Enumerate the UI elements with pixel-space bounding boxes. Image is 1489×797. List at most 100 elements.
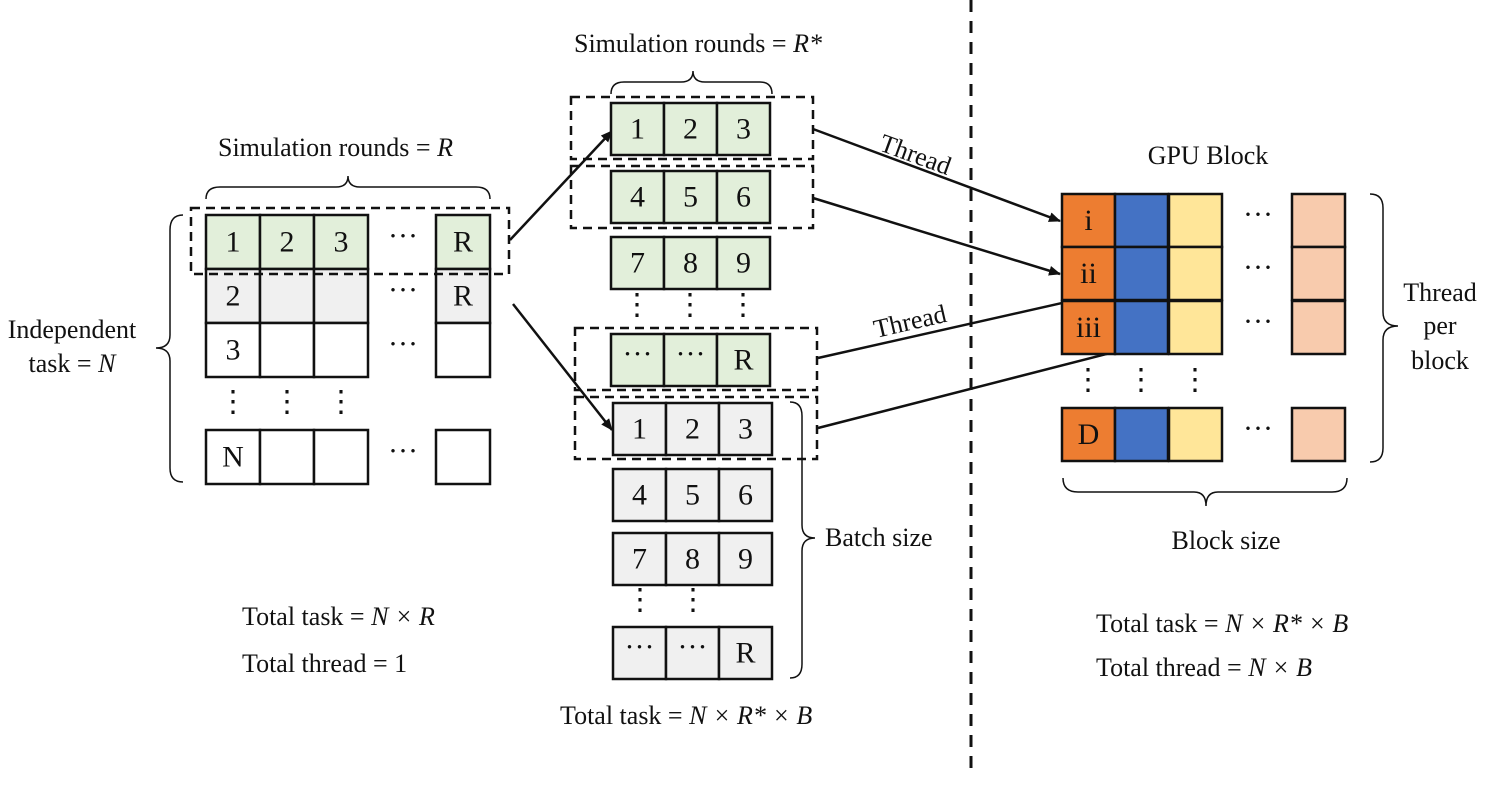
thread-arrow-2 <box>812 196 1061 276</box>
gpu-thread-cell <box>1113 299 1170 356</box>
batch-cell <box>664 531 721 587</box>
batch-cell-label: 3 <box>738 413 753 446</box>
task-cell-label: 1 <box>226 226 241 259</box>
batch-cell-label: 2 <box>683 113 698 146</box>
vdots: ⋮ <box>1073 364 1103 397</box>
right-total-thread: Total thread = N × B <box>1096 653 1312 682</box>
task-cell-label: 2 <box>280 226 295 259</box>
thread-per-block-label-1: Thread <box>1403 278 1477 307</box>
middle-total-task: Total task = N × R* × B <box>560 701 812 730</box>
left-rounds-label: Simulation rounds = R <box>218 133 453 162</box>
task-cell-label: R <box>453 280 473 313</box>
hdots: ··· <box>1243 305 1273 338</box>
task-cell <box>258 213 316 271</box>
vdots: ⋮ <box>728 289 758 322</box>
task-cell <box>258 321 316 379</box>
batch-cell-label: R <box>733 344 753 377</box>
left-thread-selection <box>189 206 511 276</box>
vdots: ⋮ <box>326 386 356 419</box>
independent-task-label: Independent <box>8 315 137 344</box>
thread-per-block-label-3: block <box>1411 346 1469 375</box>
task-cell-label: R <box>453 226 473 259</box>
gpu-thread-label: ii <box>1080 257 1097 290</box>
batch-cell <box>609 332 666 388</box>
task-cell <box>312 267 370 325</box>
batch-cell-label: 1 <box>630 113 645 146</box>
batch-cell <box>664 401 721 457</box>
batch-cell-label: ··· <box>625 631 655 664</box>
hdots: ··· <box>388 220 418 253</box>
left-rounds-brace <box>205 175 491 200</box>
left-total-task: Total task = N × R <box>242 602 435 631</box>
task-cell <box>434 321 492 379</box>
vdots: ⋮ <box>272 386 302 419</box>
gpu-thread-cell <box>1060 406 1117 463</box>
batch-cell <box>664 625 721 681</box>
arrow-to-green-batch <box>509 130 613 241</box>
batch-cell <box>717 401 774 457</box>
independent-task-brace <box>155 214 184 483</box>
batch-cell-label: 5 <box>683 181 698 214</box>
batch-cell-label: 2 <box>685 413 700 446</box>
right-section: GPU Block i···ii···iii···D···⋮⋮⋮ Thread … <box>1060 141 1477 682</box>
batch-cell <box>611 467 668 523</box>
gpu-thread-cell <box>1290 192 1347 249</box>
gpu-thread-cell <box>1167 245 1224 302</box>
thread-box-3 <box>573 326 819 392</box>
task-cell <box>434 267 492 325</box>
batch-cell-label: 4 <box>632 479 647 512</box>
vdots: ⋮ <box>1180 364 1210 397</box>
block-size-brace <box>1062 477 1348 507</box>
batch-cell <box>717 467 774 523</box>
block-size-label: Block size <box>1171 526 1280 555</box>
thread-per-block-label-2: per <box>1423 311 1457 340</box>
task-cell-label: N <box>222 441 244 474</box>
batch-cell <box>662 235 719 291</box>
task-cell <box>312 321 370 379</box>
batch-cell-label: R <box>735 637 755 670</box>
task-cell <box>258 428 316 486</box>
task-cell <box>434 428 492 486</box>
middle-rounds-label: Simulation rounds = R* <box>574 29 822 58</box>
gpu-thread-cell <box>1167 406 1224 463</box>
batch-cell-label: 6 <box>738 479 753 512</box>
gpu-thread-cell <box>1167 192 1224 249</box>
thread-arrow-1 <box>812 127 1061 223</box>
batch-cell <box>662 332 719 388</box>
independent-task-label-2: task = N <box>29 349 118 378</box>
batch-cell <box>715 235 772 291</box>
batch-cell <box>609 235 666 291</box>
batch-cell <box>717 531 774 587</box>
hdots: ··· <box>388 274 418 307</box>
gpu-thread-cell <box>1113 406 1170 463</box>
gpu-thread-cell <box>1290 299 1347 356</box>
thread-box-4 <box>573 395 819 461</box>
batch-cell-label: 8 <box>685 543 700 576</box>
hdots: ··· <box>388 328 418 361</box>
batch-cell-label: ··· <box>623 338 653 371</box>
batch-cell-label: 4 <box>630 181 645 214</box>
vdots: ⋮ <box>625 584 655 617</box>
right-total-task: Total task = N × R* × B <box>1096 609 1348 638</box>
batch-cell <box>715 101 772 157</box>
batch-cell-label: 1 <box>632 413 647 446</box>
task-cell-label: 3 <box>226 334 241 367</box>
batch-cell-label: ··· <box>678 631 708 664</box>
batch-cell <box>715 332 772 388</box>
middle-section: Simulation rounds = R* 1 2 3 4 5 6 7 8 9 ··· ··· R ⋮… <box>560 29 933 730</box>
hdots: ··· <box>1243 251 1273 284</box>
thread-per-block-brace <box>1369 193 1399 463</box>
gpu-block-grid: i···ii···iii···D···⋮⋮⋮ <box>1060 192 1347 463</box>
batch-cell-label: ··· <box>676 338 706 371</box>
batch-cell-label: 7 <box>632 543 647 576</box>
batch-cell <box>664 467 721 523</box>
middle-rounds-brace <box>610 70 773 95</box>
gpu-thread-label: iii <box>1076 311 1101 344</box>
batch-cell-label: 9 <box>738 543 753 576</box>
gpu-thread-cell <box>1290 245 1347 302</box>
gpu-thread-label: D <box>1078 418 1100 451</box>
vdots: ⋮ <box>622 289 652 322</box>
